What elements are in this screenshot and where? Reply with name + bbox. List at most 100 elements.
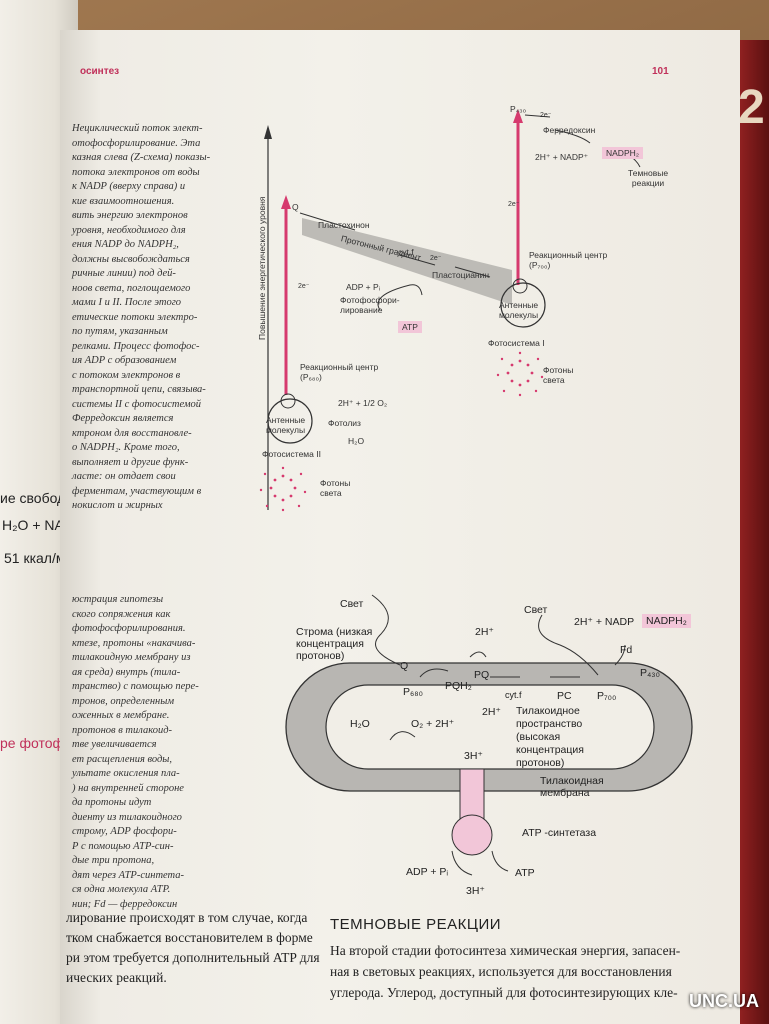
two-h-top-label: 2H⁺ bbox=[475, 626, 494, 638]
photons1-label: Фотоны света bbox=[543, 365, 574, 385]
text-line: ) на внутренней стороне bbox=[72, 782, 184, 794]
text-line: фотофосфорилирования. bbox=[72, 623, 186, 634]
text-line: да протоны идут bbox=[72, 797, 152, 808]
atp-synthase-head bbox=[451, 814, 493, 856]
watermark: UNC.UA bbox=[689, 991, 759, 1011]
ps2-photon-dots bbox=[259, 466, 307, 512]
three-h-top-label: 3H⁺ bbox=[464, 750, 483, 762]
text-line: Ферредоксин является bbox=[72, 413, 174, 424]
p430-label-2: P₄₃₀ bbox=[640, 667, 660, 679]
text-line: вить энергию электронов bbox=[72, 210, 188, 221]
z-scheme-diagram bbox=[259, 109, 641, 512]
axis-arrow bbox=[264, 125, 272, 139]
text-line: нокислот и жирных bbox=[72, 500, 163, 511]
cytf-label-2: cyt.f bbox=[505, 690, 522, 700]
stroma-label: Строма (низкая концентрация протонов) bbox=[296, 626, 373, 662]
atp-label: ATP bbox=[398, 321, 422, 333]
text-line: кие взаимоотношения. bbox=[72, 195, 175, 207]
fd-label: Fd bbox=[620, 644, 633, 656]
text-line: мами I и II. После этого bbox=[72, 297, 182, 308]
text-line: диенту из тилакоидного bbox=[72, 811, 182, 823]
text-line: ктроном для восстановле- bbox=[72, 427, 192, 439]
text-line: ского сопряжения как bbox=[72, 608, 171, 620]
atp-label-2: ATP bbox=[515, 867, 535, 879]
text-line: ласте: он отдает свои bbox=[72, 471, 176, 482]
book-page bbox=[60, 30, 740, 1024]
text-line: выполняет и другие функ- bbox=[72, 456, 189, 468]
h2o-label-2: H₂O bbox=[350, 718, 370, 730]
three-h-bottom-label: 3H⁺ bbox=[466, 885, 485, 897]
text-line: На второй стадии фотосинтеза химическая … bbox=[330, 943, 681, 958]
text-line: ся одна молекула ATP. bbox=[72, 884, 171, 895]
adp-pi-label-2: ADP + Pᵢ bbox=[406, 866, 449, 878]
ferredoxin-label: Ферредоксин bbox=[543, 125, 596, 135]
cytf-label: cyt.f bbox=[398, 247, 414, 257]
text-line: потока электронов от воды bbox=[72, 166, 200, 178]
nadp-reaction-label-2: 2H⁺ + NADP bbox=[574, 616, 635, 628]
text-line: углерода. Углерод, доступный для фотосин… bbox=[330, 985, 678, 1000]
p680-label: P₆₈₀ bbox=[403, 686, 423, 698]
text-line: системы II с фотосистемой bbox=[72, 398, 202, 410]
rc2-label: Реакционный центр (P₆₈₀) bbox=[300, 362, 379, 382]
photons2-label: Фотоны света bbox=[320, 478, 351, 498]
text-line: ричные линии) под дей- bbox=[72, 268, 176, 279]
bottom-left-text: лирование происходят в том случае, когда… bbox=[66, 908, 320, 988]
text-line: Р с помощью ATP-син- bbox=[72, 840, 174, 852]
left-fragment: ре фотоф bbox=[0, 735, 65, 751]
atp-synthase-label: ATP -синтетаза bbox=[522, 827, 597, 839]
photolysis-label: Фотолиз bbox=[328, 418, 361, 428]
text-line: казная слева (Z-схема) показы- bbox=[72, 152, 211, 163]
text-line: ктезе, протоны «накачива- bbox=[72, 637, 196, 649]
q-label: Q bbox=[292, 202, 299, 212]
text-line: тронов, определенным bbox=[72, 695, 175, 707]
text-line: тве увеличивается bbox=[72, 739, 157, 750]
light-arrow-right bbox=[538, 614, 599, 676]
section-heading: ТЕМНОВЫЕ РЕАКЦИИ bbox=[330, 916, 502, 933]
ps1-antenna-circle bbox=[500, 282, 546, 328]
red-book-number: 2 bbox=[738, 81, 765, 134]
dark-reactions-label: Темновые реакции bbox=[628, 168, 669, 188]
text-line: тилакоидную мембрану из bbox=[72, 652, 191, 663]
light-right-label: Свет bbox=[524, 604, 548, 616]
ps2-label: Фотосистема II bbox=[262, 449, 321, 459]
two-h-inner-label: 2H⁺ bbox=[482, 706, 501, 718]
text-line: уровня, необходимого для bbox=[72, 224, 186, 236]
light-arrow-left bbox=[371, 594, 401, 666]
light-left-label: Свет bbox=[340, 598, 364, 610]
plastoquinone-label: Пластохинон bbox=[318, 220, 370, 230]
ps1-label: Фотосистема I bbox=[488, 338, 545, 348]
p430-label: P₄₃₀ bbox=[510, 104, 527, 114]
page-number: 101 bbox=[652, 66, 669, 77]
o2-label: O₂ + 2H⁺ bbox=[411, 718, 455, 730]
ps1-photon-dots bbox=[496, 351, 544, 397]
text-line: ия ADP с образованием bbox=[72, 355, 177, 366]
text-line: ферментам, участвующим в bbox=[72, 485, 202, 497]
caption-top: Нециклический поток элект-отофосфорилиро… bbox=[72, 122, 210, 514]
text-line: дые три протона, bbox=[72, 855, 155, 866]
antenna2-label: Антенные молекулы bbox=[266, 415, 306, 435]
rc1-label: Реакционный центр (P₇₀₀) bbox=[529, 250, 608, 270]
text-line: по путям, указанным bbox=[72, 326, 168, 337]
text-line: нин; Fd — ферредоксин bbox=[72, 898, 178, 910]
text-line: транспортной цепи, связыва- bbox=[72, 384, 206, 395]
text-line: дят через ATP-синтета- bbox=[72, 869, 185, 881]
thylakoid-lumen bbox=[325, 684, 655, 770]
left-fragment: ие свобод bbox=[0, 490, 66, 506]
text-line: лирование происходят в том случае, когда bbox=[66, 910, 308, 925]
text-line: к NADP (вверху справа) и bbox=[72, 181, 186, 192]
text-line: ет расщепления воды, bbox=[72, 753, 173, 765]
photophosphorylation-label: Фотофосфори- лирование bbox=[340, 295, 400, 315]
h2o-label: H₂O bbox=[348, 436, 365, 446]
ps1-reaction-center bbox=[512, 278, 528, 294]
membrane-label: Тилакоидная мембрана bbox=[540, 775, 604, 799]
proton-gradient-band bbox=[302, 218, 512, 305]
text-line: о NADPH₂. Кроме того, bbox=[72, 442, 180, 453]
text-line: ения NADP до NADPH₂, bbox=[72, 239, 179, 250]
energy-axis-label: Повышение энергетического уровня bbox=[257, 196, 267, 340]
thylakoid-diagram bbox=[285, 594, 693, 876]
text-line: релками. Процесс фотофос- bbox=[72, 340, 200, 352]
ps2-reaction-center bbox=[280, 393, 296, 409]
p700-label: P₇₀₀ bbox=[597, 690, 617, 702]
text-line: етические потоки электро- bbox=[72, 311, 198, 323]
text-line: должны высвобождаться bbox=[72, 253, 190, 265]
